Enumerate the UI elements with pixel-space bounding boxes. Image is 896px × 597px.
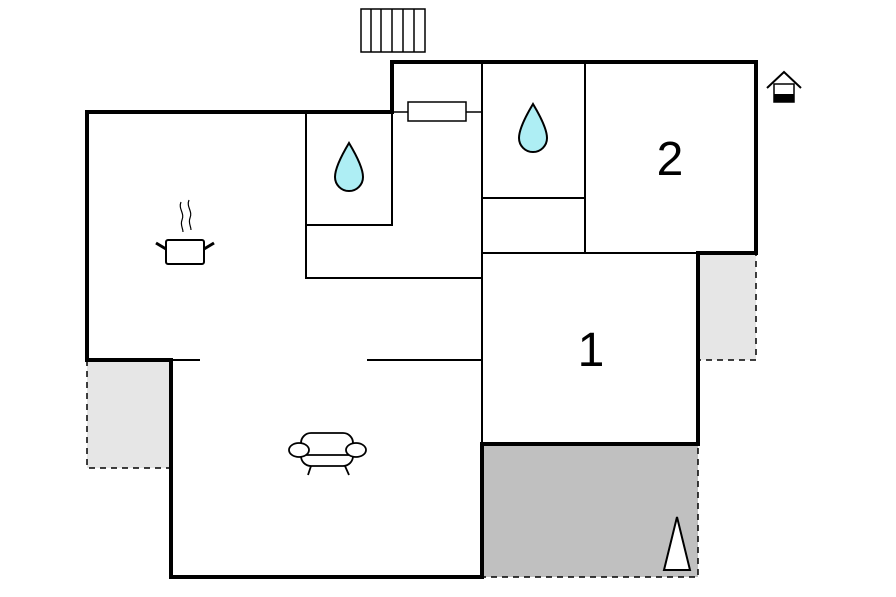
cooking-pot-icon: [155, 199, 215, 265]
water-drop-icon: [333, 141, 365, 192]
terrace-covered: [481, 443, 699, 578]
radiator-icon: [360, 8, 426, 53]
exterior-wall: [85, 60, 758, 579]
wall-bath-left: [305, 112, 482, 279]
sofa-icon: [288, 432, 367, 476]
house-entrance-icon: [766, 70, 802, 103]
interior-walls: [171, 62, 698, 444]
water-drop-icon: [517, 102, 549, 153]
terrace-left: [86, 359, 172, 469]
threshold-step-icon: [392, 101, 482, 122]
room-number-1: 1: [578, 324, 605, 377]
terraces: [86, 252, 757, 578]
room-number-2: 2: [657, 133, 684, 186]
wall-bath-left-bottom: [306, 112, 393, 226]
north-arrow-icon: [662, 516, 692, 571]
terrace-right: [697, 252, 757, 361]
